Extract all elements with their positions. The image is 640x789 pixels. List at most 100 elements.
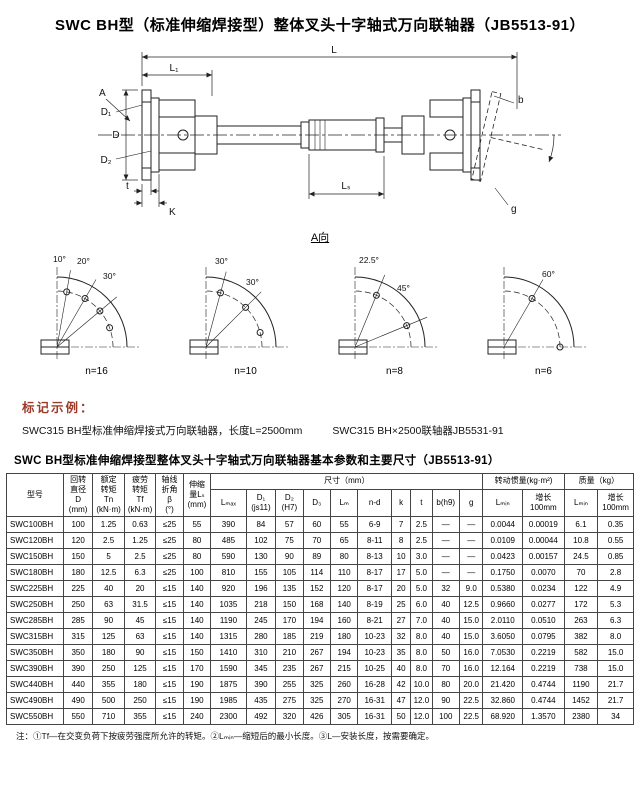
value-cell: 2.5	[123, 548, 157, 565]
value-cell: 2.0110	[482, 612, 524, 629]
bolt-pattern-n16-drawing: 10° 20° 30°	[40, 254, 139, 359]
value-cell: 5.3	[597, 596, 634, 613]
value-cell: 63	[92, 596, 125, 613]
value-cell: 250	[123, 692, 157, 709]
value-cell: 100	[182, 564, 212, 581]
value-cell: 550	[62, 708, 94, 725]
value-cell: —	[431, 564, 460, 581]
value-cell: 40	[431, 596, 460, 613]
value-cell: 120	[62, 532, 94, 549]
bolt-count-label: n=6	[535, 366, 552, 377]
value-cell: 0.9660	[482, 596, 524, 613]
value-cell: 1315	[210, 628, 247, 645]
col-header-d3: D₃	[302, 488, 332, 518]
view-a-letter: A	[99, 88, 106, 99]
value-cell: 17	[390, 564, 412, 581]
value-cell: 710	[92, 708, 125, 725]
dim-label-D2: D₂	[100, 155, 111, 166]
value-cell: 440	[62, 676, 94, 693]
value-cell: ≤15	[155, 676, 184, 693]
value-cell: ≤25	[155, 516, 184, 533]
value-cell: 8-11	[357, 532, 392, 549]
model-cell: SWC315BH	[6, 628, 64, 645]
col-header-lmax: Lₘₐₓ	[210, 488, 247, 518]
model-cell: SWC440BH	[6, 676, 64, 693]
dim-label-L: L	[331, 45, 337, 56]
value-cell: 8.0	[597, 628, 634, 645]
value-cell: 355	[92, 676, 125, 693]
value-cell: 180	[123, 676, 157, 693]
value-cell: 125	[92, 628, 125, 645]
value-cell: 215	[329, 660, 359, 677]
value-cell: 15.0	[458, 612, 484, 629]
value-cell: 920	[210, 580, 247, 597]
value-cell: 32	[431, 580, 460, 597]
value-cell: ≤15	[155, 628, 184, 645]
value-cell: 1.25	[92, 516, 125, 533]
value-cell: 255	[275, 676, 304, 693]
value-cell: 6.1	[563, 516, 599, 533]
value-cell: 20.0	[458, 676, 484, 693]
value-cell: 0.0423	[482, 548, 524, 565]
document-page: SWC BH型（标准伸缩焊接型）整体叉头十字轴式万向联轴器（JB5513-91）	[6, 17, 635, 741]
angle-label: 45°	[397, 283, 410, 293]
value-cell: 50	[431, 644, 460, 661]
bolt-count-label: n=16	[85, 366, 108, 377]
value-cell: 1.25	[123, 532, 157, 549]
col-header-k: k	[390, 488, 412, 518]
value-cell: 10.8	[563, 532, 599, 549]
model-cell: SWC285BH	[6, 612, 64, 629]
value-cell: 140	[182, 580, 212, 597]
value-cell: 42	[390, 676, 412, 693]
value-cell: 810	[210, 564, 247, 581]
value-cell: 6.3	[597, 612, 634, 629]
col-header-model: 型号	[6, 473, 64, 517]
value-cell: 8-19	[357, 596, 392, 613]
view-a-caption-text: A向	[310, 232, 330, 244]
value-cell: 325	[302, 692, 332, 709]
value-cell: 27	[390, 612, 412, 629]
value-cell: ≤15	[155, 612, 184, 629]
value-cell: 100	[62, 516, 94, 533]
value-cell: 8-21	[357, 612, 392, 629]
value-cell: 10-23	[357, 628, 392, 645]
value-cell: 16.0	[458, 660, 484, 677]
value-cell: 180	[92, 644, 125, 661]
dimension-labels: L L₁ Lₛ A D D₁ D₂ b g t K	[99, 45, 524, 218]
value-cell: 9.0	[458, 580, 484, 597]
value-cell: 90	[275, 548, 304, 565]
value-cell: 55	[182, 516, 212, 533]
value-cell: 0.00044	[522, 532, 565, 549]
value-cell: 6-9	[357, 516, 392, 533]
angle-label: 30°	[215, 256, 228, 266]
header-row-subcolumns: Lₘₐₓ D₁ (js11) D₂ (H7) D₃ Lₘ n-d k t b(h…	[7, 488, 634, 518]
value-cell: 8	[390, 532, 412, 549]
value-cell: 390	[245, 676, 277, 693]
value-cell: 80	[431, 676, 460, 693]
value-cell: —	[458, 564, 484, 581]
value-cell: 34	[597, 708, 634, 725]
value-cell: 90	[92, 612, 125, 629]
value-cell: 8-13	[357, 548, 392, 565]
value-cell: 5.0	[410, 564, 433, 581]
table-title: SWC BH型标准伸缩焊接型整体叉头十字轴式万向联轴器基本参数和主要尺寸（JB5…	[14, 455, 500, 467]
value-cell: 122	[563, 580, 599, 597]
bolt-pattern-n8-drawing: 22.5° 45°	[338, 255, 437, 359]
dim-label-L1: L₁	[170, 63, 180, 74]
value-cell: 590	[210, 548, 247, 565]
value-cell: 0.1750	[482, 564, 524, 581]
value-cell: 0.0510	[522, 612, 565, 629]
value-cell: 10	[390, 548, 412, 565]
value-cell: 22.5	[458, 708, 484, 725]
value-cell: 8-17	[357, 580, 392, 597]
value-cell: 250	[92, 660, 125, 677]
value-cell: 355	[123, 708, 157, 725]
dim-label-D1: D₁	[101, 107, 112, 118]
value-cell: 102	[245, 532, 277, 549]
value-cell: 12.164	[482, 660, 524, 677]
model-cell: SWC550BH	[6, 708, 64, 725]
value-cell: ≤15	[155, 660, 184, 677]
